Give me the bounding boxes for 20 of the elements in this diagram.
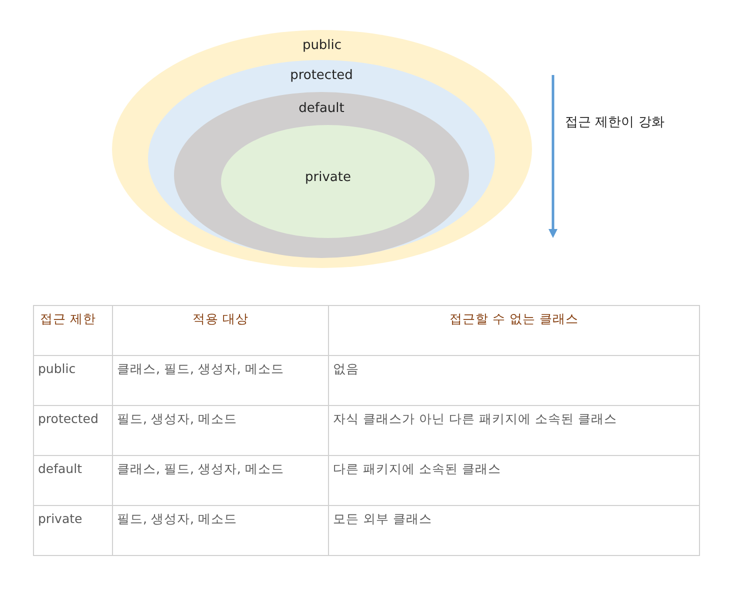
scope-label: default	[298, 101, 346, 116]
scope-label: protected	[289, 68, 354, 83]
table-cell-text: 클래스, 필드, 생성자, 메소드	[116, 360, 285, 378]
table-cell-text: protected	[37, 410, 100, 426]
scope-label: private	[304, 170, 352, 185]
table-cell-text: 클래스, 필드, 생성자, 메소드	[116, 460, 285, 478]
table-cell-text: 필드, 생성자, 메소드	[116, 410, 238, 428]
column-header: 적용 대상	[192, 310, 250, 328]
table-cell-text: 필드, 생성자, 메소드	[116, 510, 238, 528]
table-cell-text: default	[37, 460, 83, 476]
table-cell-text: 없음	[332, 360, 360, 378]
column-header: 접근 제한	[39, 310, 97, 328]
column-header: 접근할 수 없는 클래스	[448, 310, 580, 328]
scope-label: public	[301, 38, 343, 53]
direction-label: 접근 제한이 강화	[565, 114, 664, 131]
table-cell-text: 다른 패키지에 소속된 클래스	[332, 460, 502, 478]
table-cell-text: private	[37, 510, 84, 526]
table-cell-text: public	[37, 360, 77, 376]
table-cell-text: 자식 클래스가 아닌 다른 패키지에 소속된 클래스	[332, 410, 618, 428]
table-cell-text: 모든 외부 클래스	[332, 510, 433, 528]
